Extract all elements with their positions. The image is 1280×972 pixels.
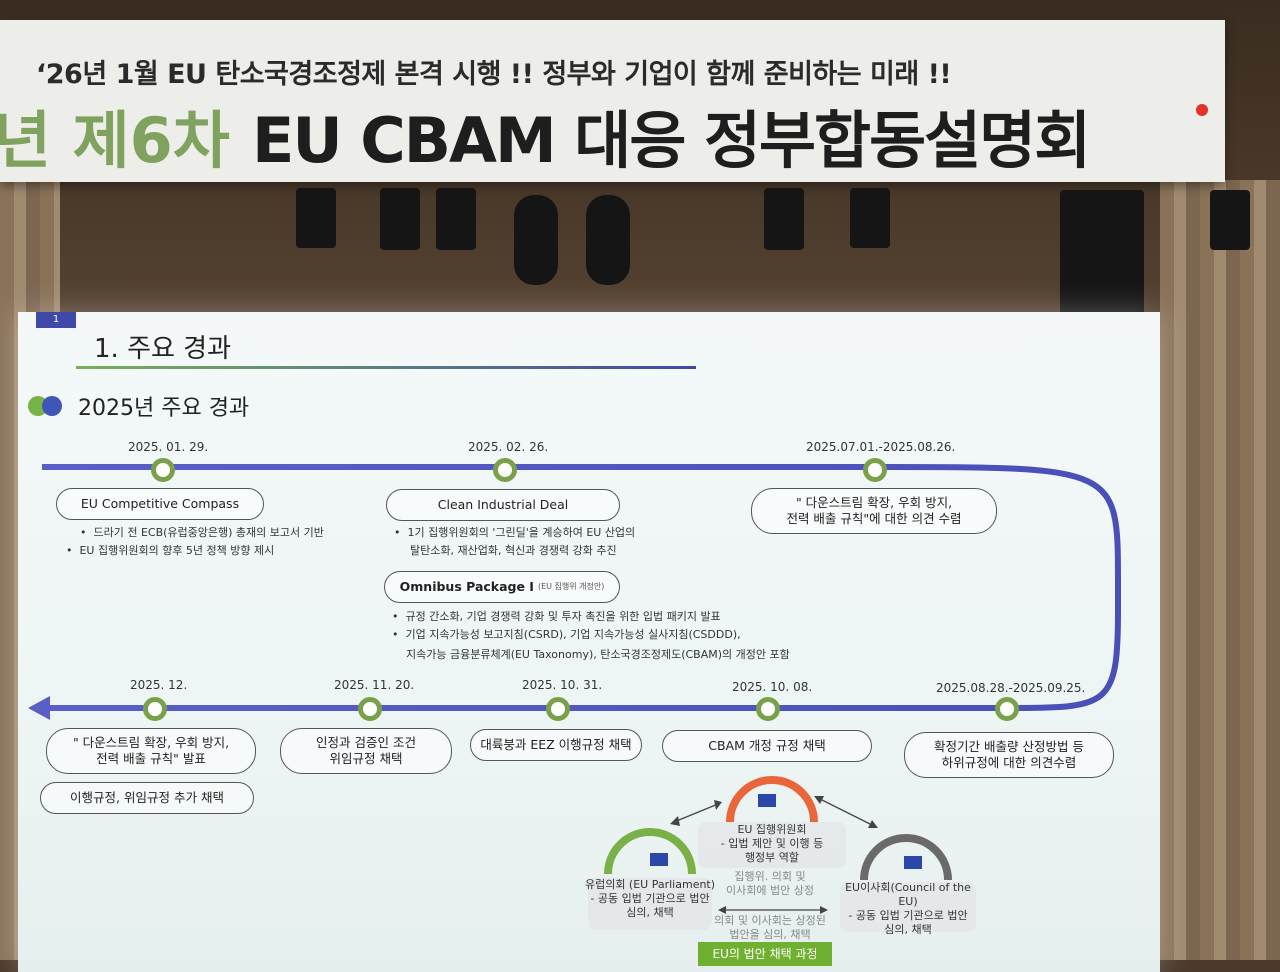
bullet-text: 탈탄소화, 재산업화, 혁신과 경쟁력 강화 추진 <box>410 544 617 557</box>
diagram-note: 집행위. 의회 및 이사회에 법안 상정 <box>726 870 814 897</box>
stage-light <box>380 188 420 250</box>
date-label: 2025. 11. 20. <box>334 678 415 692</box>
timeline-node <box>493 458 517 482</box>
stage-light <box>296 188 336 248</box>
eu-process-diagram <box>588 776 976 932</box>
timeline-track <box>28 464 1121 720</box>
stage-light <box>850 188 890 248</box>
diagram-note: 의회 및 이사회는 상정된 법안을 심의, 채택 <box>714 914 826 941</box>
date-label: 2025. 12. <box>130 678 188 692</box>
date-label: 2025.08.28.-2025.09.25. <box>936 681 1086 695</box>
date-label: 2025. 10. 31. <box>522 678 603 692</box>
parliament-box: 유럽의회 (EU Parliament) - 공동 입법 기관으로 법안 심의,… <box>584 878 716 919</box>
stage-light <box>1210 190 1250 250</box>
banner-subtitle: ‘26년 1월 EU 탄소국경조정제 본격 시행 !! 정부와 기업이 함께 준… <box>36 59 952 90</box>
bullet-text: 지속가능 금융분류체계(EU Taxonomy), 탄소국경조정제도(CBAM)… <box>406 648 790 661</box>
stage-light <box>764 188 804 250</box>
eu-flag-icon <box>650 853 668 866</box>
omnibus-pill: Omnibus Package I (EU 집행위 개정안) <box>384 571 620 603</box>
stage-light <box>1060 190 1144 320</box>
timeline-node <box>143 697 167 721</box>
stage-light <box>586 195 630 285</box>
section-title: 2025년 주요 경과 <box>78 396 250 421</box>
banner-left-fragment: 년 제6차 <box>0 104 230 177</box>
bullet-text: • EU 집행위원회의 향후 5년 정책 방향 제시 <box>66 544 275 557</box>
event-pill: " 다운스트림 확장, 우회 방지, 전력 배출 규칙" 발표 <box>46 728 256 774</box>
bullet-text: • 기업 지속가능성 보고지침(CSRD), 기업 지속가능성 실사지침(CSD… <box>392 628 741 641</box>
date-label: 2025. 01. 29. <box>128 440 209 454</box>
council-box: EU이사회(Council of the EU) - 공동 입법 기관으로 법안… <box>845 881 971 936</box>
bullet-text: • 1기 집행위원회의 '그린딜'을 계승하여 EU 산업의 <box>394 526 636 539</box>
timeline-node <box>151 458 175 482</box>
banner-title: EU CBAM 대응 정부합동설명회 <box>252 104 1091 177</box>
projection-screen: 1 1. 주요 경과 2025년 주요 경과 2025. 01. 29. EU … <box>18 312 1160 972</box>
event-pill: EU Competitive Compass <box>56 488 264 520</box>
stage-light <box>436 188 476 250</box>
event-pill: " 다운스트림 확장, 우회 방지, 전력 배출 규칙"에 대한 의견 수렴 <box>751 488 997 534</box>
timeline-node <box>995 697 1019 721</box>
event-pill: Clean Industrial Deal <box>386 489 620 521</box>
timeline-node <box>756 697 780 721</box>
event-banner: ‘26년 1월 EU 탄소국경조정제 본격 시행 !! 정부와 기업이 함께 준… <box>0 20 1225 182</box>
timeline-node <box>358 697 382 721</box>
stage-light <box>514 195 558 285</box>
bullet-text: • 드라기 전 ECB(유럽중앙은행) 총재의 보고서 기반 <box>80 526 324 539</box>
banner-dot <box>1196 104 1208 116</box>
eu-flag-icon <box>904 856 922 869</box>
event-pill: 인정과 검증인 조건 위임규정 채택 <box>280 728 452 774</box>
date-label: 2025.07.01.-2025.08.26. <box>806 440 956 454</box>
page-tab: 1 <box>36 312 76 328</box>
bullet-text: • 규정 간소화, 기업 경쟁력 강화 및 투자 촉진을 위한 입법 패키지 발… <box>392 610 721 623</box>
event-pill: CBAM 개정 규정 채택 <box>662 730 872 762</box>
event-pill: 확정기간 배출량 산정방법 등 하위규정에 대한 의견수렴 <box>904 732 1114 778</box>
timeline-node <box>546 697 570 721</box>
date-label: 2025. 10. 08. <box>732 680 813 694</box>
timeline-node <box>863 458 887 482</box>
eu-flag-icon <box>758 794 776 807</box>
event-pill: 이행규정, 위임규정 추가 채택 <box>40 782 254 814</box>
date-label: 2025. 02. 26. <box>468 440 549 454</box>
curtain-right <box>1160 180 1280 960</box>
event-pill: 대륙붕과 EEZ 이행규정 채택 <box>470 729 642 761</box>
diagram-footer: EU의 법안 채택 과정 <box>698 942 832 966</box>
title-underline <box>76 366 696 369</box>
blue-dot-icon <box>42 396 62 416</box>
commission-box: EU 집행위원회 - 입법 제안 및 이행 등 행정부 역할 <box>720 823 824 864</box>
slide-title: 1. 주요 경과 <box>94 334 232 364</box>
